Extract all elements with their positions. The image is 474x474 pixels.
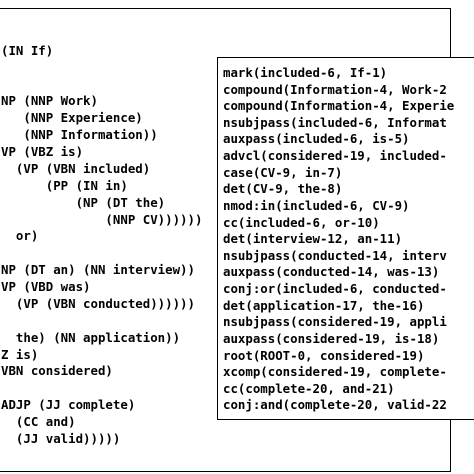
parse-line: (NP (DT the) — [1, 195, 166, 210]
parse-line: (NNP Experience) — [1, 110, 143, 125]
dependency-line: auxpass(included-6, is-5) — [223, 131, 410, 146]
dependency-line: nsubjpass(included-6, Informat — [223, 115, 447, 130]
parse-line: VP (VBD was) — [1, 279, 91, 294]
dependency-line: case(CV-9, in-7) — [223, 165, 343, 180]
parse-line: (VP (VBN conducted)))))) — [1, 296, 195, 311]
dependency-line: cc(complete-20, and-21) — [223, 381, 395, 396]
parse-line: NP (DT an) (NN interview)) — [1, 262, 195, 277]
dependency-line: nsubjpass(considered-19, appli — [223, 314, 447, 329]
dependency-line: det(application-17, the-16) — [223, 298, 425, 313]
dependency-line: root(ROOT-0, considered-19) — [223, 348, 425, 363]
dependency-line: advcl(considered-19, included- — [223, 148, 447, 163]
parse-line: the) (NN application)) — [1, 330, 181, 345]
dependency-line: compound(Information-4, Work-2 — [223, 82, 447, 97]
parse-line: (NNP CV)))))) — [1, 212, 203, 227]
dependency-line: compound(Information-4, Experie — [223, 98, 455, 113]
parse-line: Z is) — [1, 347, 39, 362]
parse-line: NP (NNP Work) — [1, 93, 98, 108]
dependency-line: cc(included-6, or-10) — [223, 215, 380, 230]
dependency-line: xcomp(considered-19, complete- — [223, 364, 447, 379]
dependency-line: auxpass(considered-19, is-18) — [223, 331, 440, 346]
parse-line: (JJ valid))))) — [1, 431, 121, 446]
parse-line: ADJP (JJ complete) — [1, 397, 136, 412]
parse-line: (NNP Information)) — [1, 127, 158, 142]
parse-line: (VP (VBN included) — [1, 161, 151, 176]
dependency-line: det(CV-9, the-8) — [223, 181, 343, 196]
parse-line: (IN If) — [1, 43, 54, 58]
parse-line: or) — [1, 228, 39, 243]
dependency-line: conj:or(included-6, conducted- — [223, 281, 447, 296]
dependency-line: conj:and(complete-20, valid-22 — [223, 397, 447, 412]
dependencies-panel: mark(included-6, If-1) compound(Informat… — [217, 57, 474, 420]
dependency-line: nsubjpass(conducted-14, interv — [223, 248, 447, 263]
dependency-line: det(interview-12, an-11) — [223, 231, 403, 246]
parse-line: (CC and) — [1, 414, 76, 429]
parse-line: (PP (IN in) — [1, 178, 128, 193]
dependency-line: mark(included-6, If-1) — [223, 65, 388, 80]
parse-line: VBN considered) — [1, 363, 113, 378]
dependency-line: auxpass(conducted-14, was-13) — [223, 264, 440, 279]
parse-line: VP (VBZ is) — [1, 144, 84, 159]
dependency-line: nmod:in(included-6, CV-9) — [223, 198, 410, 213]
